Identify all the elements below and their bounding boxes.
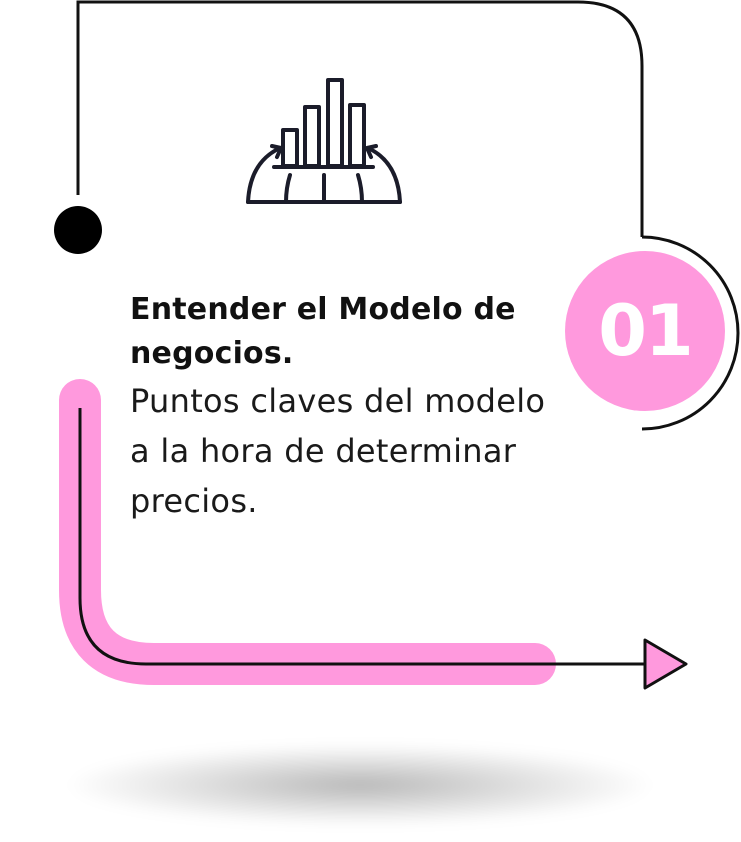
connector-line [78,408,645,666]
arrow-head-icon [643,638,688,690]
card-title: Entender el Modelo de negocios. [130,292,516,371]
start-dot [54,206,102,254]
step-number: 01 [598,290,693,372]
drop-shadow [70,745,650,825]
card-description: Puntos claves del modelo a la hora de de… [130,382,546,520]
card-text: Entender el Modelo de negocios. Puntos c… [130,288,560,526]
frame-outline [76,0,644,237]
badge-arc [641,235,740,431]
step-badge [565,251,725,411]
bar-chart-globe-icon [246,78,402,204]
